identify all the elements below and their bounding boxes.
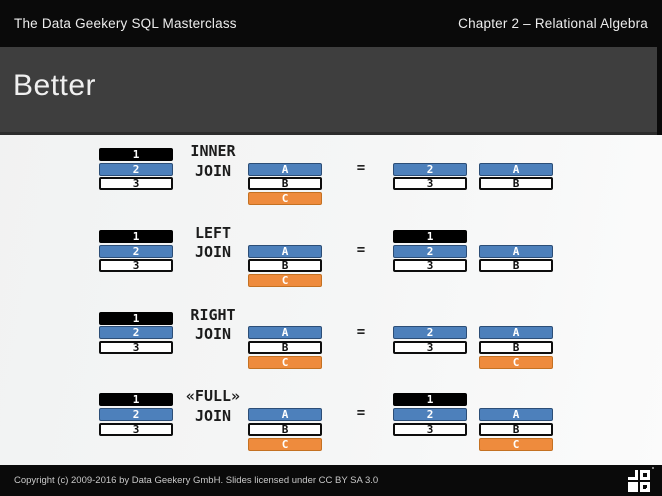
result2-bar-A: A	[479, 326, 553, 340]
table2-bar-A: A	[248, 326, 322, 340]
table1-bar-2: 2	[99, 162, 173, 176]
table1-bar-3: 3	[99, 341, 173, 354]
data-geekery-logo	[628, 466, 654, 492]
result2-bar-A: A	[479, 162, 553, 176]
result1-bar-3: 3	[393, 422, 467, 436]
table1-bar-2: 2	[99, 326, 173, 340]
top-bar: The Data Geekery SQL Masterclass Chapter…	[0, 0, 662, 47]
slide-title: Better	[13, 69, 97, 102]
masterclass-title: The Data Geekery SQL Masterclass	[14, 16, 237, 31]
table2-bar-C: C	[248, 273, 322, 287]
result2-bar-A: A	[479, 244, 553, 258]
table2-bar-B: B	[248, 422, 322, 436]
result2-bar-A: A	[479, 408, 553, 422]
table2-bar-C: C	[248, 437, 322, 451]
full-join-label: «FULL»JOIN	[185, 387, 241, 425]
result2-bar-C: C	[479, 437, 553, 451]
table1-bar-3: 3	[99, 422, 173, 436]
table1-bar-1: 1	[99, 393, 173, 407]
result1-bar-2: 2	[393, 244, 467, 258]
result1-bar-2: 2	[393, 326, 467, 340]
table1-bar-3: 3	[99, 177, 173, 191]
logo-o1-glyph	[640, 469, 650, 480]
logo-j-glyph	[628, 469, 638, 480]
table1-bar-1: 1	[99, 148, 173, 161]
table1-bar-1: 1	[99, 311, 173, 325]
equals-sign: =	[356, 405, 366, 422]
result1-bar-2: 2	[393, 162, 467, 176]
equals-sign: =	[356, 241, 366, 258]
table2-bar-A: A	[248, 244, 322, 258]
table1-bar-2: 2	[99, 408, 173, 422]
table1-bar-3: 3	[99, 259, 173, 273]
table2-bar-C: C	[248, 355, 322, 369]
table2-bar-C: C	[248, 192, 322, 206]
result2-bar-C: C	[479, 355, 553, 369]
result2-bar-B: B	[479, 259, 553, 273]
table2-bar-A: A	[248, 408, 322, 422]
table1-bar-1: 1	[99, 229, 173, 243]
table2-bar-A: A	[248, 162, 322, 176]
result1-bar-1: 1	[393, 393, 467, 407]
result1-bar-3: 3	[393, 177, 467, 191]
table2-bar-B: B	[248, 177, 322, 191]
table2-bar-B: B	[248, 259, 322, 273]
slide-title-band: Better	[0, 47, 662, 135]
result2-bar-B: B	[479, 177, 553, 191]
chapter-title: Chapter 2 – Relational Algebra	[458, 16, 648, 31]
copyright-text: Copyright (c) 2009-2016 by Data Geekery …	[14, 475, 379, 486]
result1-bar-3: 3	[393, 341, 467, 354]
logo-o2-glyph	[628, 481, 638, 492]
logo-q-glyph	[640, 481, 650, 492]
table1-bar-2: 2	[99, 244, 173, 258]
result1-bar-2: 2	[393, 408, 467, 422]
table2-bar-B: B	[248, 341, 322, 354]
title-band-edge	[657, 47, 662, 135]
footer-bar: Copyright (c) 2009-2016 by Data Geekery …	[0, 465, 662, 496]
result1-bar-3: 3	[393, 259, 467, 273]
equals-sign: =	[356, 323, 366, 340]
result1-bar-1: 1	[393, 229, 467, 243]
equals-sign: =	[356, 160, 366, 176]
logo-trademark-dot	[652, 466, 654, 469]
result2-bar-B: B	[479, 422, 553, 436]
result2-bar-B: B	[479, 341, 553, 354]
